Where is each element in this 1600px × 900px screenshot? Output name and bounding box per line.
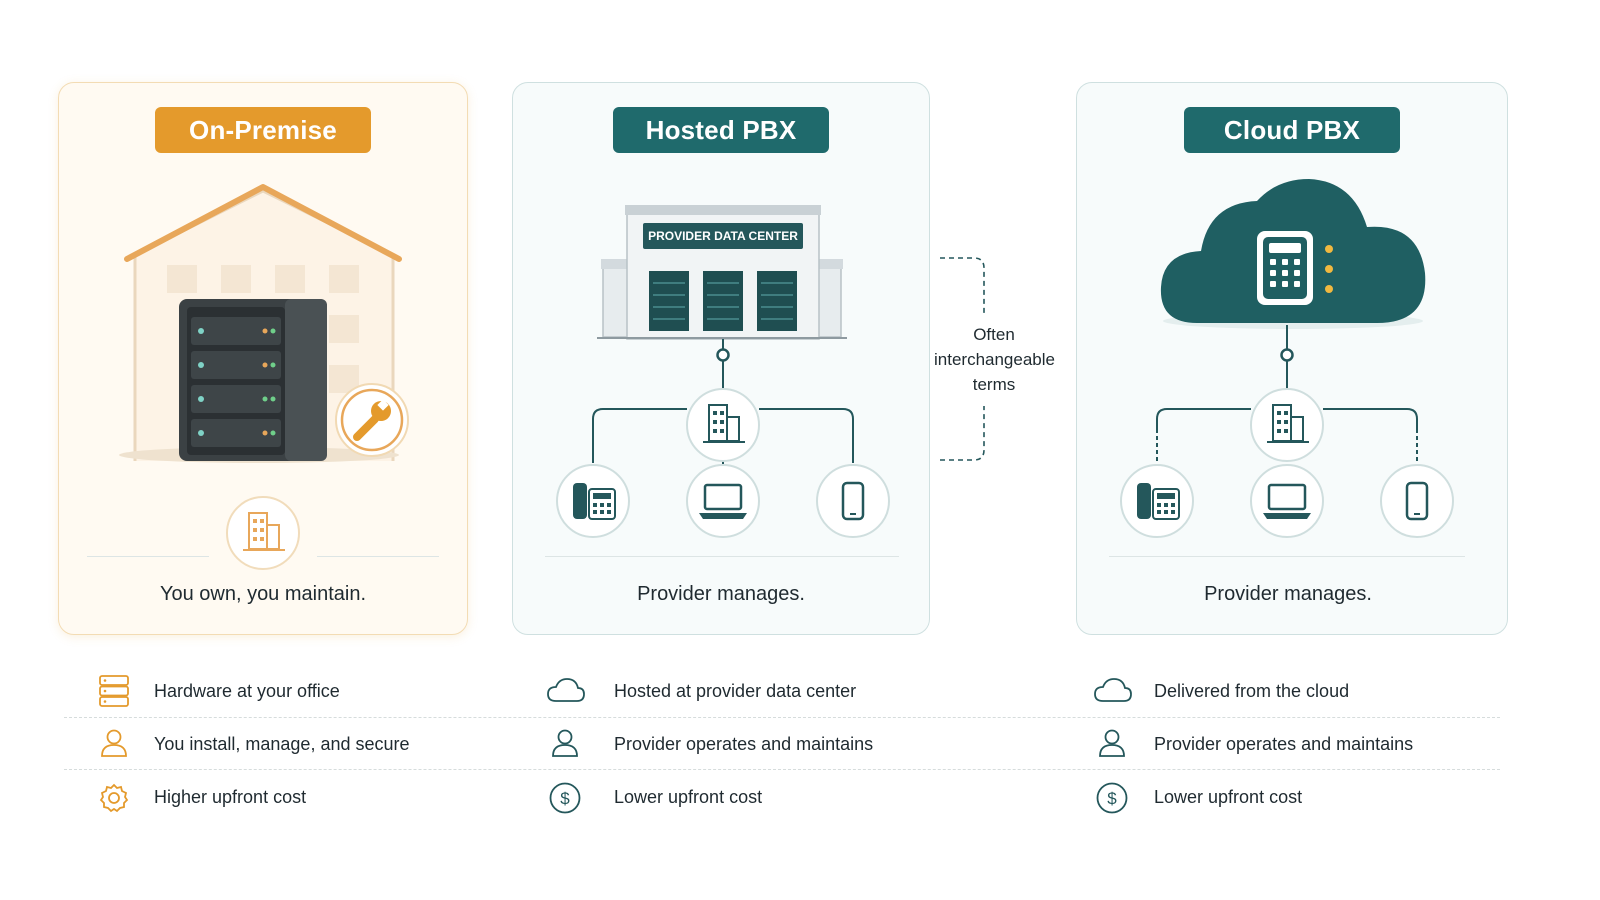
laptop-icon [1250, 464, 1324, 538]
cloud-divider [1109, 556, 1465, 557]
mobile-phone-icon [816, 464, 890, 538]
note-line-3: terms [972, 375, 1016, 394]
desk-phone-icon [556, 464, 630, 538]
note-line-2: interchangeable [934, 350, 1055, 369]
network-connectors [1156, 325, 1418, 463]
cloud-pbx-title: Cloud PBX [1184, 107, 1400, 153]
user-icon [101, 729, 127, 757]
cloud-pbx-panel: Cloud PBX [1076, 82, 1508, 635]
office-building-icon [226, 496, 300, 570]
office-node-icon [1250, 388, 1324, 462]
divider-right [317, 556, 439, 557]
gear-icon [99, 783, 129, 813]
server-stack-icon [99, 675, 129, 707]
feature-text: Provider operates and maintains [614, 734, 874, 754]
feature-text: Provider operates and maintains [1154, 734, 1414, 754]
row-divider [64, 769, 1500, 770]
desk-phone-icon [1120, 464, 1194, 538]
hosted-divider [545, 556, 899, 557]
on-premise-panel: On-Premise [58, 82, 468, 635]
cloud-pbx-illustration [1120, 179, 1454, 538]
feature-text: Lower upfront cost [614, 787, 763, 807]
cloud-icon [1094, 678, 1132, 702]
network-connectors [592, 339, 854, 465]
building-sign: PROVIDER DATA CENTER [648, 229, 798, 243]
feature-text: Lower upfront cost [1154, 787, 1303, 807]
user-icon [552, 729, 578, 757]
mobile-phone-icon [1380, 464, 1454, 538]
hosted-pbx-title: Hosted PBX [613, 107, 829, 153]
on-premise-caption: You own, you maintain. [159, 583, 367, 605]
server-cabinet-icon [179, 299, 327, 461]
dollar-icon: $ [1096, 782, 1128, 814]
feature-text: Hosted at provider data center [614, 681, 857, 701]
wrench-icon [335, 383, 409, 457]
feature-text: Delivered from the cloud [1154, 681, 1350, 701]
pbx-device-icon [1257, 231, 1333, 305]
interchangeable-note: Often interchangeable terms [934, 322, 1055, 397]
feature-text: Higher upfront cost [154, 787, 307, 807]
on-premise-illustration [119, 184, 409, 570]
svg-text:$: $ [1107, 789, 1117, 808]
hosted-pbx-illustration: PROVIDER DATA CENTER [556, 205, 890, 538]
cloud-icon [547, 678, 585, 702]
hosted-pbx-panel: Hosted PBX PROVIDER DATA CENTER [512, 82, 930, 635]
hosted-pbx-caption: Provider manages. [637, 583, 805, 605]
feature-text: Hardware at your office [154, 681, 340, 701]
data-center-building-icon: PROVIDER DATA CENTER [597, 205, 847, 340]
laptop-icon [686, 464, 760, 538]
row-divider [64, 717, 1500, 718]
svg-text:$: $ [560, 789, 570, 808]
cloud-pbx-caption: Provider manages. [1204, 583, 1372, 605]
note-line-1: Often [973, 325, 1015, 344]
feature-text: You install, manage, and secure [154, 734, 410, 754]
dollar-icon: $ [549, 782, 581, 814]
office-node-icon [686, 388, 760, 462]
divider-left [87, 556, 209, 557]
user-icon [1099, 729, 1125, 757]
on-premise-title: On-Premise [155, 107, 371, 153]
